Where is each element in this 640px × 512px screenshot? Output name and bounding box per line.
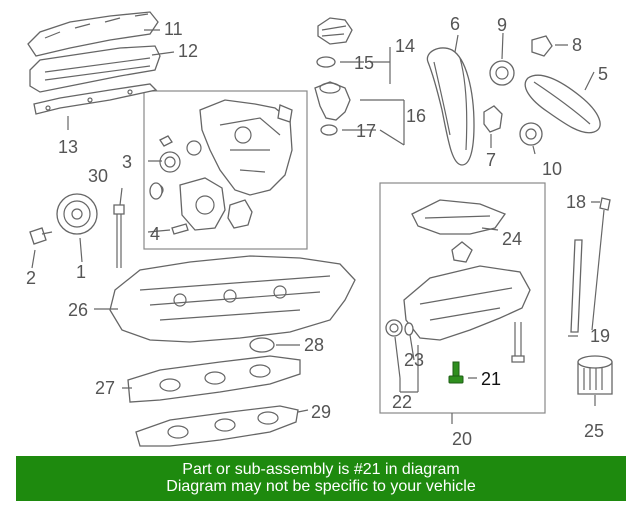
callout-1: 1 [76,262,86,282]
baffle-part-24[interactable] [411,199,507,235]
callout-14: 14 [395,36,415,56]
seal-part-4[interactable] [149,182,163,200]
callout-13: 13 [58,137,78,157]
parts-diagram: 11 12 13 3 4 30 1 2 26 14 15 16 17 6 9 8… [26,11,613,449]
callout-27: 27 [95,378,115,398]
callout-16: 16 [406,106,426,126]
callout-6: 6 [450,14,460,34]
callout-17: 17 [356,121,376,141]
drain-plug-part-22[interactable] [385,319,403,337]
dipstick-tube-part-19[interactable] [570,239,583,333]
bolt-part-30[interactable] [113,204,125,268]
manifold-gasket-part-27[interactable] [127,355,301,403]
washer-part-23[interactable] [404,322,414,336]
filler-tube-part-16[interactable] [314,81,351,121]
timing-cover-part-3[interactable] [152,99,293,231]
callout-29: 29 [311,402,331,422]
callout-12: 12 [178,41,198,61]
callout-11: 11 [164,19,183,39]
callout-8: 8 [572,35,582,55]
callout-24: 24 [502,229,522,249]
callout-18: 18 [566,192,586,212]
gasket-part-28[interactable] [249,337,275,353]
timing-chain-part-6[interactable] [426,47,475,166]
callout-2: 2 [26,268,36,288]
callout-23: 23 [404,350,424,370]
oil-pan-part-20[interactable] [403,265,531,341]
callout-26: 26 [68,300,88,320]
crank-pulley-part-1[interactable] [56,193,98,235]
callout-5: 5 [598,64,608,84]
bolt-part-2[interactable] [29,227,53,245]
callout-3: 3 [122,152,132,172]
callout-20: 20 [452,429,472,449]
callout-10: 10 [542,159,562,179]
guide-part-7[interactable] [483,105,503,133]
manifold-gasket-part-29[interactable] [135,405,299,447]
tensioner-part-8[interactable] [531,35,553,57]
bolt-small-group-3[interactable] [171,223,189,235]
callout-7: 7 [486,150,496,170]
oil-pan-group-box [379,182,546,414]
engine-cover-part-11[interactable] [27,11,159,57]
dipstick-part-18[interactable] [591,197,611,331]
bolt-part-21-highlighted[interactable] [448,361,464,384]
timing-cover-group-box [143,90,308,250]
callout-25: 25 [584,421,604,441]
intake-manifold-part-26[interactable] [109,255,356,343]
seal-ring-part-17[interactable] [320,124,338,136]
callout-28: 28 [304,335,324,355]
callout-30: 30 [88,166,108,186]
sprocket-part-10[interactable] [519,122,543,146]
timing-chain-part-5[interactable] [524,74,601,134]
banner-line-2: Diagram may not be specific to your vehi… [166,478,476,495]
valve-cover-gasket-part-13[interactable] [33,83,158,115]
seal-ring-part-15[interactable] [316,56,336,68]
valve-cover-part-12[interactable] [29,45,161,93]
pickup-tube[interactable] [451,241,473,263]
callout-9: 9 [497,15,507,35]
callout-21: 21 [481,369,501,389]
callout-19: 19 [590,326,610,346]
sprocket-part-9[interactable] [489,60,515,86]
callout-15: 15 [354,53,374,73]
callout-22: 22 [392,392,412,412]
oil-filler-cap-part-14[interactable] [317,17,353,45]
banner-line-1: Part or sub-assembly is #21 in diagram [182,461,460,478]
long-bolt[interactable] [511,322,525,363]
callout-4: 4 [150,224,160,244]
info-banner: Part or sub-assembly is #21 in diagram D… [16,456,626,501]
oil-filter-part-25[interactable] [577,355,613,395]
